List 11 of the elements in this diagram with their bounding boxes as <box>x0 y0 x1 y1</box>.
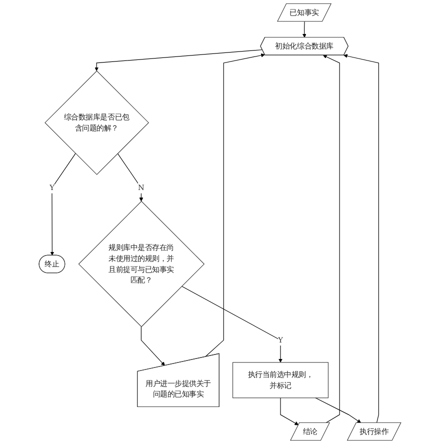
arrow <box>315 398 362 424</box>
arrow <box>302 21 306 38</box>
arrow <box>280 398 299 426</box>
arrow <box>50 153 76 256</box>
arrow <box>344 54 379 424</box>
arrow <box>204 53 265 358</box>
arrow <box>322 54 340 424</box>
arrow <box>94 49 263 72</box>
arrow <box>140 326 165 366</box>
arrow <box>181 286 282 363</box>
arrow <box>117 153 144 202</box>
